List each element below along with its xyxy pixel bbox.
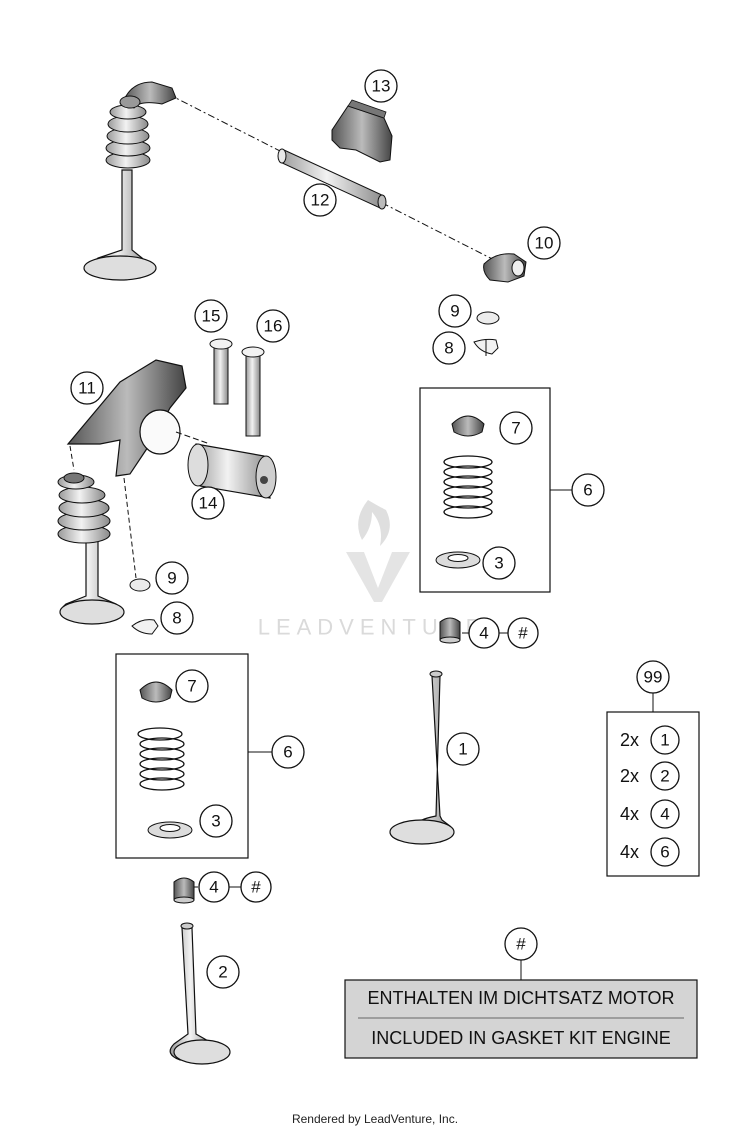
valve-cotters-right <box>473 311 500 356</box>
callout: 14 <box>191 486 225 520</box>
callout: 8 <box>432 331 466 365</box>
footer-credit: Rendered by LeadVenture, Inc. <box>291 1112 459 1126</box>
callout: 10 <box>527 226 561 260</box>
kit-row: 4x 6 <box>620 837 680 867</box>
kit-99: 2x 1 2x 2 4x 4 4x 6 <box>606 692 700 877</box>
valve-stem-seal-right <box>439 617 461 644</box>
kit-row-item: 2 <box>660 767 669 786</box>
callout: 11 <box>70 371 104 405</box>
callouts: 13 12 10 15 16 9 8 11 7 6 3 14 9 8 4 # 9… <box>70 69 670 989</box>
callout: 7 <box>175 669 209 703</box>
callout-label: 15 <box>202 307 221 326</box>
callout: 12 <box>303 183 337 217</box>
callout-label: 3 <box>494 554 503 573</box>
callout: # <box>504 927 538 961</box>
callout-label: 16 <box>264 317 283 336</box>
valve-2 <box>169 922 231 1065</box>
callout: 9 <box>155 561 189 595</box>
callout-label: 11 <box>78 379 96 398</box>
callout: 2 <box>206 955 240 989</box>
callout-label: 9 <box>450 302 459 321</box>
valve-1 <box>389 670 455 845</box>
callout-label: 3 <box>211 812 220 831</box>
callout: 8 <box>160 601 194 635</box>
callout-label: # <box>516 935 526 954</box>
valve-assembly-left <box>57 472 159 635</box>
banner-line-en: INCLUDED IN GASKET KIT ENGINE <box>371 1028 670 1048</box>
callout: 6 <box>271 735 305 769</box>
valve-spring-kit-box-left <box>115 653 272 859</box>
gasket-kit-banner: ENTHALTEN IM DICHTSATZ MOTOR INCLUDED IN… <box>344 960 698 1059</box>
rocker-arm-assembly <box>66 359 277 579</box>
kit-row-qty: 2x <box>620 766 639 786</box>
callout: 3 <box>482 546 516 580</box>
valve-assembly-top <box>83 81 527 283</box>
callout: # <box>240 871 272 903</box>
kit-row-qty: 4x <box>620 804 639 824</box>
callout: 7 <box>499 411 533 445</box>
kit-row-item: 1 <box>660 731 669 750</box>
kit-row: 2x 1 <box>620 725 680 755</box>
callout-label: 2 <box>218 963 227 982</box>
callout-label: 4 <box>209 878 218 897</box>
callout-label: 7 <box>511 419 520 438</box>
callout: 1 <box>446 732 480 766</box>
callout-label: 4 <box>479 624 488 643</box>
callout: 4 <box>468 617 500 649</box>
callout: 15 <box>194 299 228 333</box>
callout-label: 99 <box>644 668 663 687</box>
callout-label: 9 <box>167 569 176 588</box>
callout-label: 10 <box>535 234 554 253</box>
callout-label: 7 <box>187 677 196 696</box>
callout-label: 8 <box>172 609 181 628</box>
kit-row-item: 4 <box>660 805 669 824</box>
callout-label: 6 <box>283 743 292 762</box>
kit-row-qty: 4x <box>620 842 639 862</box>
callout: 6 <box>571 473 605 507</box>
rocker-pins <box>209 338 265 437</box>
callout: 16 <box>256 309 290 343</box>
kit-row: 4x 4 <box>620 799 680 829</box>
kit-row-item: 6 <box>660 843 669 862</box>
kit-row: 2x 2 <box>620 761 680 791</box>
banner-line-de: ENTHALTEN IM DICHTSATZ MOTOR <box>367 988 674 1008</box>
valve-stem-seal-left <box>173 877 195 904</box>
callout-label: 13 <box>372 77 391 96</box>
callout-label: 12 <box>311 191 330 210</box>
callout-label: # <box>518 624 528 643</box>
callout-label: # <box>251 878 261 897</box>
callout: 3 <box>199 804 233 838</box>
callout: # <box>507 617 539 649</box>
callout-label: 8 <box>444 339 453 358</box>
callout-label: 14 <box>199 494 218 513</box>
valve-spring-kit-box-right <box>419 387 574 593</box>
callout-label: 1 <box>458 740 467 759</box>
callout-label: 6 <box>583 481 592 500</box>
callout: 9 <box>438 294 472 328</box>
kit-row-qty: 2x <box>620 730 639 750</box>
callout: 4 <box>198 871 230 903</box>
callout: 99 <box>636 660 670 694</box>
callout: 13 <box>364 69 398 103</box>
